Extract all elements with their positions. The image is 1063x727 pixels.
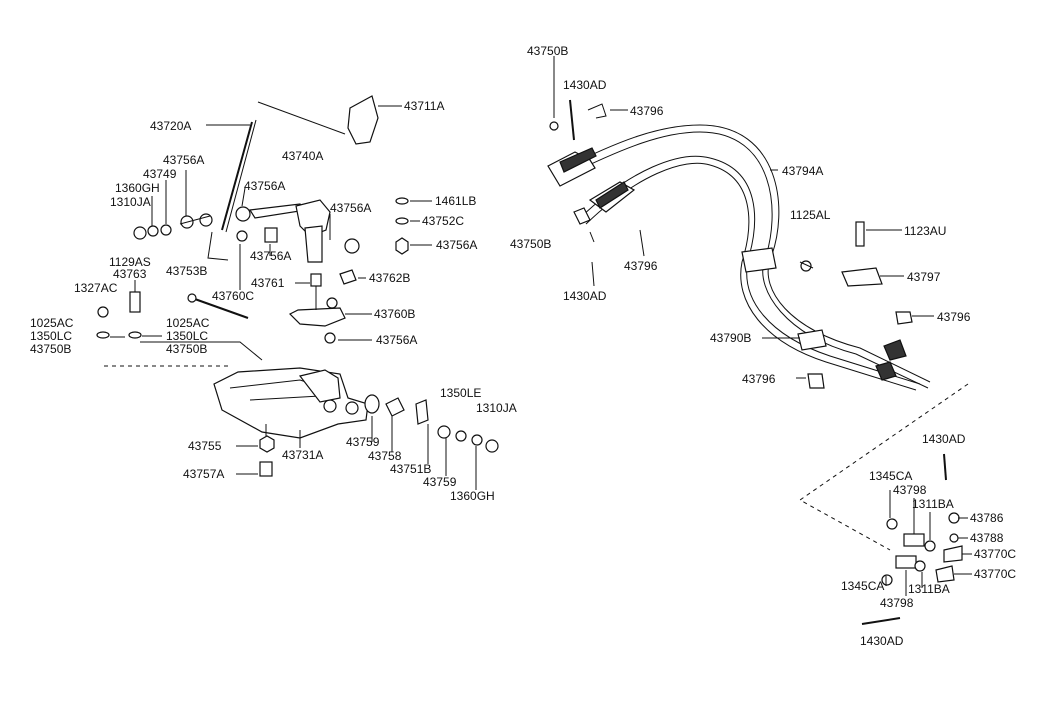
label-43796: 43796 <box>937 310 971 324</box>
label-43756A: 43756A <box>244 179 285 193</box>
label-43794A: 43794A <box>782 164 823 178</box>
label-43711A: 43711A <box>404 99 444 113</box>
label-1360GH: 1360GH <box>115 181 160 195</box>
label-43756A: 43756A <box>330 201 371 215</box>
label-43758: 43758 <box>368 449 402 463</box>
label-43750B: 43750B <box>30 342 71 356</box>
label-43770C: 43770C <box>974 567 1016 581</box>
label-43740A: 43740A <box>282 149 323 163</box>
base-bracket-43731A <box>213 367 369 439</box>
shift-cables <box>559 124 931 391</box>
label-43798: 43798 <box>893 483 927 497</box>
label-43761: 43761 <box>251 276 285 290</box>
label-1310JA: 1310JA <box>476 401 517 415</box>
label-1461LB: 1461LB <box>435 194 476 208</box>
label-1025AC: 1025AC <box>166 316 210 330</box>
label-1430AD: 1430AD <box>922 432 966 446</box>
label-1327AC: 1327AC <box>74 281 118 295</box>
nut-bolt-43755-43757A <box>259 424 275 477</box>
label-43759: 43759 <box>346 435 380 449</box>
label-43720A: 43720A <box>150 119 191 133</box>
label-43756A: 43756A <box>250 249 291 263</box>
cable-bracket-1125AL <box>741 221 913 351</box>
label-1345CA: 1345CA <box>869 469 912 483</box>
label-1345CA: 1345CA <box>841 579 884 593</box>
label-43786: 43786 <box>970 511 1004 525</box>
label-43753B: 43753B <box>166 264 207 278</box>
label-43760C: 43760C <box>212 289 254 303</box>
label-43750B: 43750B <box>166 342 207 356</box>
label-43755: 43755 <box>188 439 222 453</box>
shift-lever-rod <box>221 119 257 233</box>
label-43756A: 43756A <box>163 153 204 167</box>
hardware-1461LB-43752C <box>339 197 409 285</box>
label-43757A: 43757A <box>183 467 224 481</box>
label-43798: 43798 <box>880 596 914 610</box>
label-1310JA: 1310JA <box>110 195 151 209</box>
label-1430AD: 1430AD <box>860 634 904 648</box>
label-1123AU: 1123AU <box>904 224 946 238</box>
label-43796: 43796 <box>624 259 658 273</box>
label-43760B: 43760B <box>374 307 415 321</box>
label-1125AL: 1125AL <box>790 208 831 222</box>
part-labels: 43711A 43720A 43740A 43756A 43749 1360GH… <box>30 44 1016 648</box>
label-1311BA: 1311BA <box>912 497 954 511</box>
label-43749: 43749 <box>143 167 177 181</box>
label-1430AD: 1430AD <box>563 289 607 303</box>
label-1360GH: 1360GH <box>450 489 495 503</box>
label-43731A: 43731A <box>282 448 323 462</box>
label-43763: 43763 <box>113 267 147 281</box>
label-43756A: 43756A <box>376 333 417 347</box>
leader-lines <box>110 56 972 596</box>
label-43788: 43788 <box>970 531 1004 545</box>
label-43762B: 43762B <box>369 271 410 285</box>
label-1311BA: 1311BA <box>908 582 950 596</box>
label-43796: 43796 <box>630 104 664 118</box>
label-1350LC: 1350LC <box>166 329 208 343</box>
label-43790B: 43790B <box>710 331 751 345</box>
label-43756A: 43756A <box>436 238 477 252</box>
cable-end-fittings <box>547 99 636 225</box>
label-43797: 43797 <box>907 270 941 284</box>
label-43750B: 43750B <box>527 44 568 58</box>
linkage-43760B <box>288 273 346 344</box>
label-43796: 43796 <box>742 372 776 386</box>
bolts-left <box>96 291 142 339</box>
label-1350LE: 1350LE <box>440 386 481 400</box>
label-43750B: 43750B <box>510 237 551 251</box>
pin-43753B <box>187 293 249 319</box>
cable-lower-ends <box>807 339 907 389</box>
bushings-43759-43758 <box>364 394 499 453</box>
label-43770C: 43770C <box>974 547 1016 561</box>
label-1430AD: 1430AD <box>563 78 607 92</box>
label-1350LC: 1350LC <box>30 329 72 343</box>
label-43759: 43759 <box>423 475 457 489</box>
label-1129AS: 1129AS <box>109 255 151 269</box>
lever-pivot-parts <box>133 199 360 263</box>
shift-knob <box>347 95 379 145</box>
label-1025AC: 1025AC <box>30 316 74 330</box>
label-43751B: 43751B <box>390 462 431 476</box>
label-43752C: 43752C <box>422 214 464 228</box>
